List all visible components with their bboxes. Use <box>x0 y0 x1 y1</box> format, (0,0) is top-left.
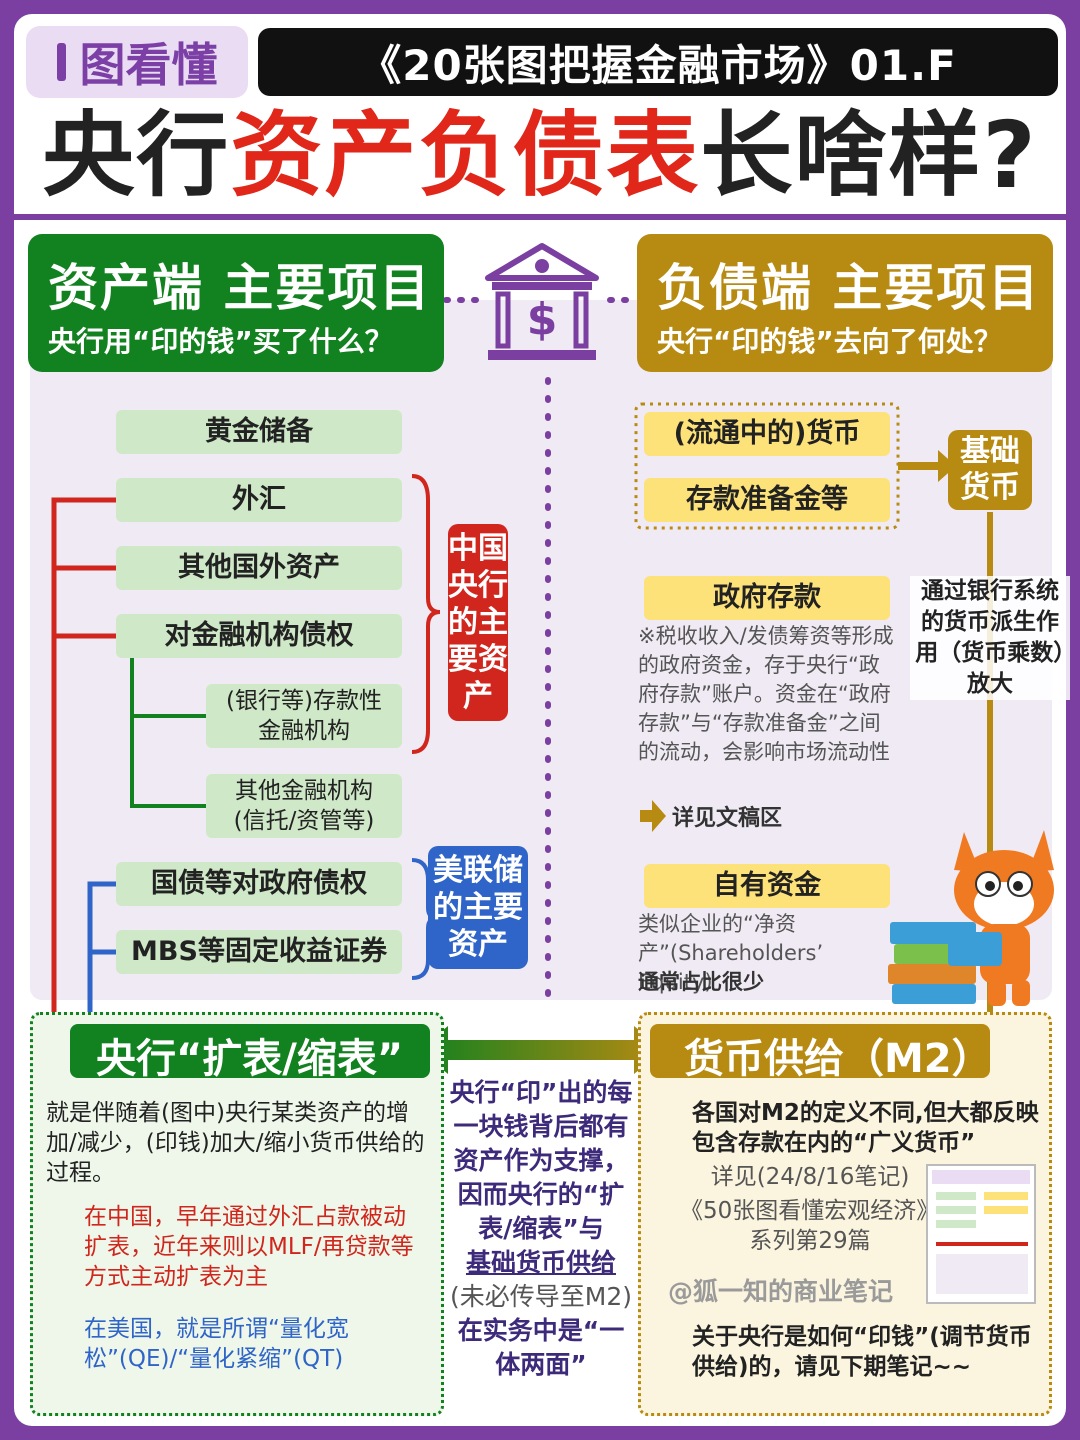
equity-note: 类似企业的“净资产”(Shareholders’ Equity) <box>638 912 824 994</box>
m2-title: 货币供给（M2） <box>684 1036 992 1082</box>
liab-reserves: 存款准备金等 <box>644 478 890 522</box>
asset-claims-banks: (银行等)存款性 金融机构 <box>206 684 402 748</box>
next-issue-note: 关于央行是如何“印钱”(调节货币供给)的，请见下期笔记~~ <box>692 1324 1032 1380</box>
equity-small-note: 通常占比很少 <box>638 968 900 997</box>
asset-side-header: 资产端 主要项目 央行用“印的钱”买了什么？ <box>28 234 444 372</box>
expand-shrink-desc: 就是伴随着(图中)央行某类资产的增加/减少，(印钱)加大/缩小货币供给的过程。 <box>46 1100 425 1186</box>
m2-definition-note: 各国对M2的定义不同,但大都反映包含存款在内的“广义货币” <box>692 1100 1039 1156</box>
brand-badge: 图看懂 <box>26 26 248 98</box>
middle-text-a: 央行“印”出的每一块钱背后都有资产作为支撑，因而央行的“扩表/缩表”与 <box>449 1078 633 1243</box>
watermark: @狐一知的商业笔记 <box>668 1277 894 1306</box>
money-multiplier-note: 通过银行系统的货币派生作用（货币乘数）放大 <box>910 576 1070 700</box>
asset-side-subtitle: 央行用“印的钱”买了什么？ <box>48 325 393 358</box>
gov-deposit-note: ※税收收入/发债筹资等形成的政府资金，存于央行“政府存款”账户。资金在“政府存款… <box>638 624 894 764</box>
headline-post: 长啥样? <box>700 102 1038 209</box>
liability-side-header: 负债端 主要项目 央行“印的钱”去向了何处？ <box>637 234 1053 372</box>
reference-thumbnail <box>926 1164 1036 1304</box>
china-main-assets-label: 中国央行的主要资产 <box>448 524 508 721</box>
middle-text-d: 在实务中是“一体两面” <box>457 1316 625 1379</box>
brand-bar <box>56 43 66 81</box>
m2-ref-b: 《50张图看懂宏观经济》 <box>680 1198 940 1224</box>
asset-gold-reserve: 黄金储备 <box>116 410 402 454</box>
fox-mascot-illustration <box>888 830 1054 1006</box>
see-more-link: 详见文稿区 <box>672 806 783 831</box>
us-qe-note: 在美国，就是所谓“量化宽松”(QE)/“量化紧缩”(QT) <box>84 1316 349 1372</box>
series-title: 《20张图把握金融市场》01.F <box>258 28 1058 96</box>
reference-thumbnail-graphic <box>932 1170 1030 1294</box>
asset-mbs: MBS等固定收益证券 <box>116 930 402 974</box>
equity-small-text: 通常占比很少 <box>638 970 764 994</box>
svg-text:$: $ <box>527 294 558 345</box>
liab-gov-deposit: 政府存款 <box>644 576 890 620</box>
asset-side-title: 资产端 主要项目 <box>48 259 432 317</box>
bank-icon: $ <box>485 243 599 360</box>
base-money-label: 基础货币 <box>948 430 1032 510</box>
china-expansion-note: 在中国，早年通过外汇占款被动扩表，近年来则以MLF/再贷款等方式主动扩表为主 <box>84 1204 414 1290</box>
m2-ref-c: 系列第29篇 <box>749 1228 871 1254</box>
asset-other-foreign: 其他国外资产 <box>116 546 402 590</box>
page-title: 央行资产负债表长啥样? <box>0 100 1080 212</box>
asset-claims-other-fin: 其他金融机构 (信托/资管等) <box>206 774 402 838</box>
liability-side-subtitle: 央行“印的钱”去向了何处？ <box>657 325 1002 358</box>
m2-title-band <box>650 1024 990 1078</box>
asset-forex: 外汇 <box>116 478 402 522</box>
divider <box>14 214 1066 220</box>
asset-claims-financial: 对金融机构债权 <box>116 614 402 658</box>
middle-text-b: 基础货币供给 <box>465 1248 616 1277</box>
expand-shrink-title: 央行“扩表/缩表” <box>96 1036 404 1082</box>
middle-text-c: (未必传导至M2) <box>450 1282 632 1311</box>
middle-explanation: 央行“印”出的每一块钱背后都有资产作为支撑，因而央行的“扩表/缩表”与 基础货币… <box>448 1076 634 1416</box>
expand-shrink-panel <box>30 1012 444 1416</box>
liab-equity: 自有资金 <box>644 864 890 908</box>
brand-text: 图看懂 <box>79 38 218 92</box>
headline-pre: 央行 <box>42 102 231 209</box>
expand-shrink-title-band <box>70 1024 430 1078</box>
headline-highlight: 资产负债表 <box>230 102 701 209</box>
liability-side-title: 负债端 主要项目 <box>657 259 1041 317</box>
asset-gov-bonds: 国债等对政府债权 <box>116 862 402 906</box>
fed-main-assets-label: 美联储的主要资产 <box>428 846 528 969</box>
liab-currency: (流通中的)货币 <box>644 412 890 456</box>
m2-ref-a: 详见(24/8/16笔记) <box>710 1164 910 1190</box>
